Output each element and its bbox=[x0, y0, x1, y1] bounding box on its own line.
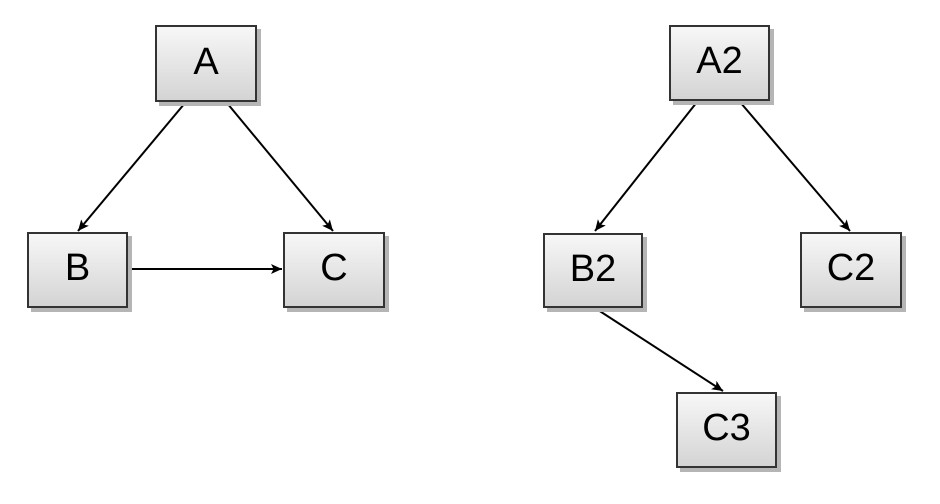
node-b[interactable]: B bbox=[27, 232, 128, 308]
edge-a2-c2 bbox=[739, 101, 851, 232]
node-c[interactable]: C bbox=[283, 232, 385, 308]
node-label: C2 bbox=[826, 247, 876, 289]
node-label: B2 bbox=[569, 247, 617, 290]
node-label: C bbox=[320, 247, 348, 289]
node-label: A bbox=[193, 40, 219, 83]
edge-a-c bbox=[226, 102, 334, 232]
node-c3[interactable]: C3 bbox=[676, 392, 777, 468]
node-label: C3 bbox=[702, 407, 751, 449]
node-a[interactable]: A bbox=[155, 25, 257, 102]
node-c2[interactable]: C2 bbox=[800, 232, 902, 308]
node-label: B bbox=[64, 247, 91, 289]
edge-b2-c3 bbox=[594, 307, 724, 392]
node-label: A2 bbox=[696, 40, 743, 82]
edge-a-b bbox=[77, 102, 186, 232]
node-b2[interactable]: B2 bbox=[543, 233, 643, 308]
node-a2[interactable]: A2 bbox=[669, 25, 770, 101]
edge-a2-b2 bbox=[594, 101, 698, 232]
